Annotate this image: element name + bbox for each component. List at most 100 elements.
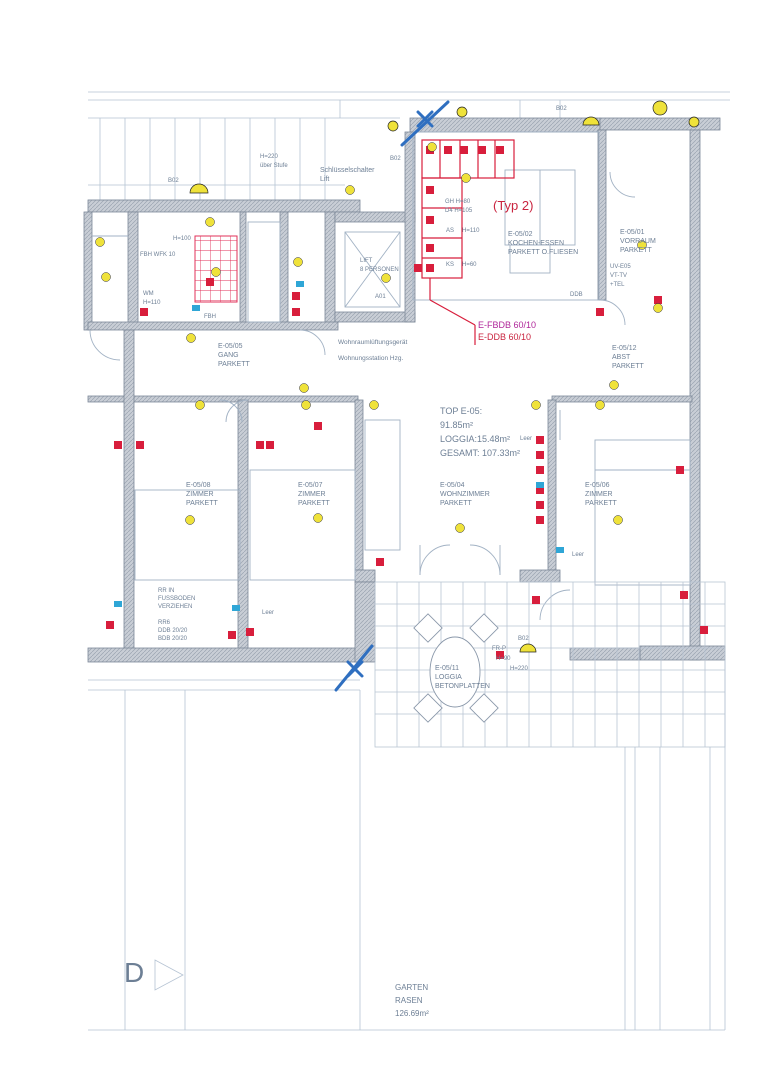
b02-a: B02 (168, 178, 179, 184)
light-marker-13 (595, 400, 605, 410)
light-marker-21 (345, 185, 355, 195)
cyan-marker-5 (296, 281, 304, 287)
light-marker-15 (195, 400, 205, 410)
red-marker-20 (536, 501, 544, 509)
schluessel-label: Schlüsselschalter (320, 167, 375, 174)
plan-labels: TOP E-05: 91.85m² LOGGIA:15.48m² GESAMT:… (124, 106, 656, 1018)
red-marker-29 (654, 296, 662, 304)
zimmer8-name: ZIMMER (186, 491, 214, 498)
zimmer8-code: E-05/08 (186, 482, 211, 489)
gang-floor: PARKETT (218, 361, 250, 368)
h220-b: H=220 (510, 666, 529, 672)
top-total: GESAMT: 107.33m² (440, 448, 520, 458)
abst-floor: PARKETT (612, 363, 644, 370)
gh-label: GH H=80 (445, 199, 471, 205)
zimmer7-code: E-05/07 (298, 482, 323, 489)
red-marker-28 (246, 628, 254, 636)
leer1-label: Leer (520, 436, 532, 442)
as-h: H=110 (462, 228, 480, 234)
red-marker-21 (536, 516, 544, 524)
fbh-label: FBH (204, 314, 216, 320)
cyan-marker-1 (232, 605, 240, 611)
zimmer6-floor: PARKETT (585, 500, 617, 507)
cyan-marker-2 (536, 482, 544, 488)
red-marker-30 (596, 308, 604, 316)
cyan-marker-4 (192, 305, 200, 311)
b02-c: B02 (556, 106, 567, 112)
h220-label: H=220 (260, 154, 279, 160)
light-marker-7 (313, 513, 323, 523)
light-marker-10 (637, 240, 647, 250)
red-marker-17 (536, 451, 544, 459)
uv2-label: VT-TV (610, 273, 627, 279)
red-marker-18 (536, 466, 544, 474)
red-marker-10 (140, 308, 148, 316)
typ2-label: (Typ 2) (493, 198, 533, 213)
top-area: 91.85m² (440, 420, 473, 430)
red-marker-3 (478, 146, 486, 154)
ks-label: KS (446, 262, 454, 268)
light-marker-2 (101, 272, 111, 282)
top-name: TOP E-05: (440, 406, 482, 416)
red-marker-14 (266, 441, 274, 449)
kitchen-electrical-lines (421, 139, 515, 345)
garten-area: 126.69m² (395, 1009, 429, 1018)
rr4-label: RR6 (158, 620, 171, 626)
wohnzimmer-code: E-05/04 (440, 482, 465, 489)
light-marker-4 (293, 257, 303, 267)
leer3-label: Leer (262, 610, 274, 616)
light-marker-3 (186, 333, 196, 343)
rr5-label: DDB 20/20 (158, 628, 188, 634)
zimmer7-name: ZIMMER (298, 491, 326, 498)
kitchen-name: KOCHEN-ESSEN (508, 240, 564, 247)
wohnungsstation-label: Wohnungsstation Hzg. (338, 355, 403, 362)
fbdb-label: E-FBDB 60/10 (478, 320, 536, 330)
red-marker-9 (414, 264, 422, 272)
gang-code: E-05/05 (218, 343, 243, 350)
b02-d: B02 (518, 636, 529, 642)
red-marker-22 (676, 466, 684, 474)
ueber-stufe: über Stufe (260, 163, 288, 169)
zimmer6-name: ZIMMER (585, 491, 613, 498)
b02-b: B02 (390, 156, 401, 162)
light-marker-16 (369, 400, 379, 410)
zimmer7-floor: PARKETT (298, 500, 330, 507)
light-markers (95, 142, 663, 533)
red-marker-16 (536, 436, 544, 444)
gang-name: GANG (218, 352, 239, 359)
red-marker-2 (460, 146, 468, 154)
vorraum-floor: PARKETT (620, 247, 652, 254)
red-marker-23 (680, 591, 688, 599)
red-marker-8 (426, 264, 434, 272)
rr6-label: BDB 20/20 (158, 636, 188, 642)
light-marker-14 (301, 400, 311, 410)
lift-label: LIFT (360, 258, 373, 264)
wohnraumlueftung-label: Wohnraumlüftungsgerät (338, 339, 407, 346)
red-marker-35 (292, 308, 300, 316)
kitchen-code: E-05/02 (508, 231, 533, 238)
rr2-label: FUSSBODEN (158, 596, 195, 602)
a01-label: A01 (375, 294, 386, 300)
loggia-floor: BETONPLATTEN (435, 683, 490, 690)
red-marker-1 (444, 146, 452, 154)
light-marker-17 (531, 400, 541, 410)
red-marker-19 (536, 486, 544, 494)
light-marker-1 (211, 267, 221, 277)
red-marker-12 (136, 441, 144, 449)
schluessel-lift: Lift (320, 176, 329, 183)
kitchen-floor: PARKETT O.FLIESEN (508, 249, 578, 256)
h100-label: H=100 (173, 236, 192, 242)
red-marker-4 (496, 146, 504, 154)
light-marker-20 (427, 142, 437, 152)
rr3-label: VERZIEHEN (158, 604, 192, 610)
light-marker-6 (185, 515, 195, 525)
red-marker-32 (496, 651, 504, 659)
wohnzimmer-floor: PARKETT (440, 500, 472, 507)
light-marker-0 (205, 217, 215, 227)
frp-h: H=90 (496, 656, 511, 662)
rr-label: RR IN (158, 588, 174, 594)
red-marker-13 (256, 441, 264, 449)
top-loggia: LOGGIA:15.48m² (440, 434, 510, 444)
red-marker-26 (106, 621, 114, 629)
wm-h: H=110 (143, 300, 161, 306)
